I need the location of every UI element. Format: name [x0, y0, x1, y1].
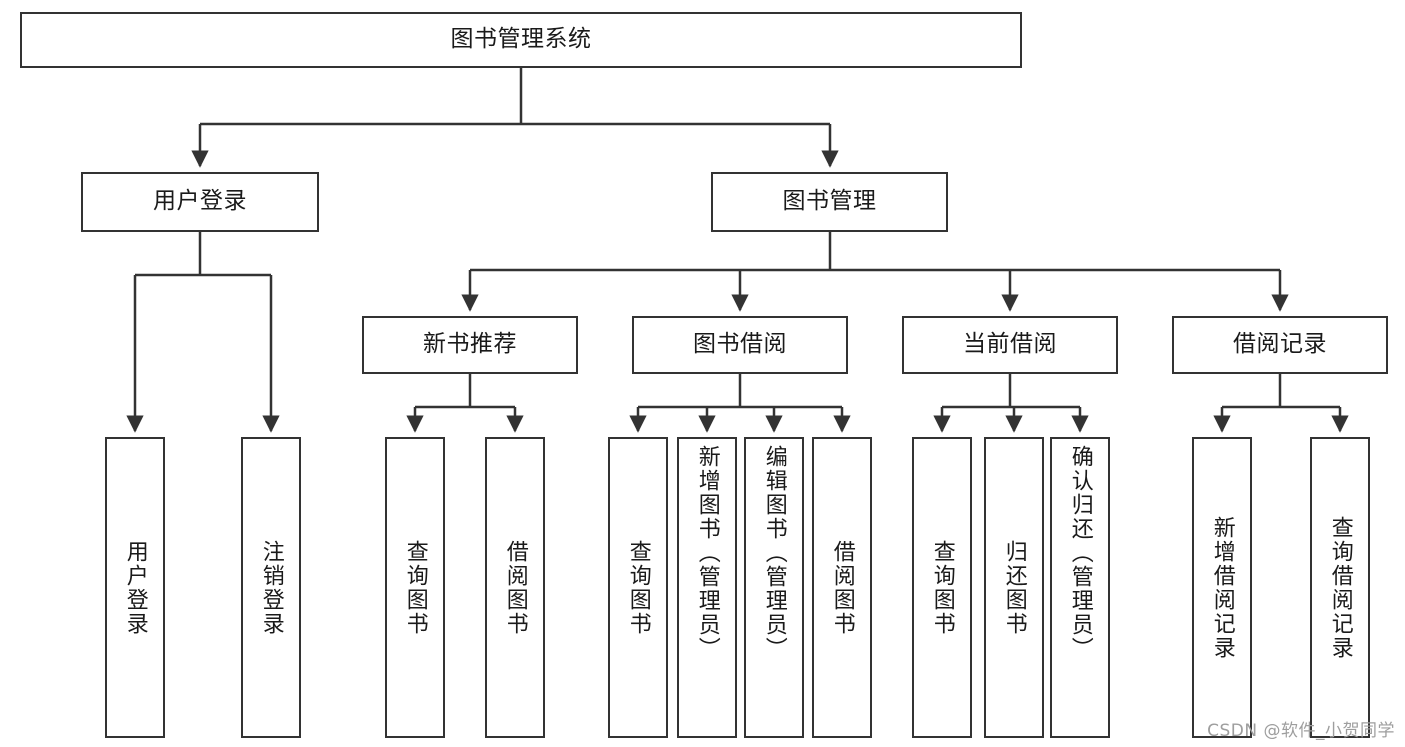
leaf-user-login-login[interactable]: 用户登录 [105, 437, 165, 738]
node-label: 编辑图书（管理员） [761, 445, 787, 661]
leaf-borrow-record-add-record[interactable]: 新增借阅记录 [1192, 437, 1252, 738]
node-label: 图书借阅 [693, 331, 787, 358]
node-label: 图书管理系统 [450, 26, 592, 53]
node-borrow-record[interactable]: 借阅记录 [1172, 316, 1388, 374]
node-root-book-management-system[interactable]: 图书管理系统 [20, 12, 1022, 68]
node-label: 借阅图书 [829, 539, 855, 636]
node-user-login[interactable]: 用户登录 [81, 172, 319, 232]
node-label: 借阅图书 [502, 539, 528, 636]
node-label: 用户登录 [122, 539, 148, 636]
node-label: 查询图书 [929, 539, 955, 636]
node-label: 归还图书 [1001, 539, 1027, 636]
leaf-book-borrow-borrow-book[interactable]: 借阅图书 [812, 437, 872, 738]
leaf-current-borrow-return-book[interactable]: 归还图书 [984, 437, 1044, 738]
node-label: 新增借阅记录 [1209, 515, 1235, 660]
leaf-new-book-query-book[interactable]: 查询图书 [385, 437, 445, 738]
node-label: 用户登录 [153, 188, 247, 215]
node-label: 查询图书 [625, 539, 651, 636]
node-book-borrow[interactable]: 图书借阅 [632, 316, 848, 374]
leaf-book-borrow-edit-book-admin[interactable]: 编辑图书（管理员） [744, 437, 804, 738]
leaf-current-borrow-query-book[interactable]: 查询图书 [912, 437, 972, 738]
leaf-user-login-logout[interactable]: 注销登录 [241, 437, 301, 738]
node-current-borrow[interactable]: 当前借阅 [902, 316, 1118, 374]
leaf-borrow-record-query-record[interactable]: 查询借阅记录 [1310, 437, 1370, 738]
node-new-book-recommend[interactable]: 新书推荐 [362, 316, 578, 374]
leaf-book-borrow-query-book[interactable]: 查询图书 [608, 437, 668, 738]
node-label: 当前借阅 [963, 331, 1057, 358]
csdn-watermark: CSDN @软件_小贺同学 [1207, 721, 1395, 741]
node-label: 新书推荐 [423, 331, 517, 358]
node-label: 图书管理 [782, 188, 877, 215]
leaf-book-borrow-add-book-admin[interactable]: 新增图书（管理员） [677, 437, 737, 738]
leaf-current-borrow-confirm-return-admin[interactable]: 确认归还（管理员） [1050, 437, 1110, 738]
node-label: 查询图书 [402, 539, 428, 636]
node-label: 新增图书（管理员） [694, 445, 720, 661]
node-label: 确认归还（管理员） [1067, 445, 1093, 661]
node-label: 查询借阅记录 [1327, 515, 1353, 660]
node-book-management[interactable]: 图书管理 [711, 172, 948, 232]
node-label: 注销登录 [258, 539, 284, 636]
node-label: 借阅记录 [1233, 331, 1327, 358]
leaf-new-book-borrow-book[interactable]: 借阅图书 [485, 437, 545, 738]
